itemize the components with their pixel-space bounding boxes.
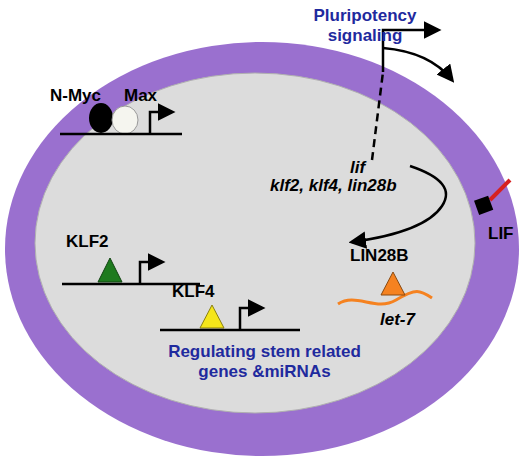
protein-label: KLF2 — [66, 232, 109, 252]
dashed-secretion-line — [372, 72, 383, 160]
protein-label: KLF4 — [172, 282, 215, 302]
lif-receptor — [474, 196, 493, 215]
promoter-arrow — [140, 262, 162, 284]
mirna-label: let-7 — [380, 310, 415, 330]
ligand-label: LIF — [488, 224, 514, 244]
function-note: Regulating stem related genes &miRNAs — [162, 342, 367, 382]
signal-arrow — [383, 48, 452, 80]
cell-membrane — [5, 42, 519, 456]
klf2-protein — [98, 258, 122, 282]
promoter-arrow — [150, 112, 172, 134]
gene-label: lif — [350, 158, 365, 178]
nucleus — [35, 73, 475, 413]
signal-label: Pluripotency signaling — [300, 6, 430, 46]
protein-label: Max — [124, 86, 157, 106]
gene-line — [60, 133, 182, 136]
gene-label: klf2, klf4, lin28b — [270, 176, 397, 196]
protein-label: N-Myc — [50, 86, 101, 106]
lin28b-protein — [381, 272, 405, 295]
klf4-protein — [200, 305, 224, 328]
promoter-arrow — [240, 308, 262, 330]
max-protein — [112, 106, 138, 134]
lif-receptor-stalk — [490, 180, 510, 200]
gene-line — [160, 329, 300, 332]
protein-label: LIN28B — [350, 246, 409, 266]
n-myc-protein — [89, 103, 113, 133]
